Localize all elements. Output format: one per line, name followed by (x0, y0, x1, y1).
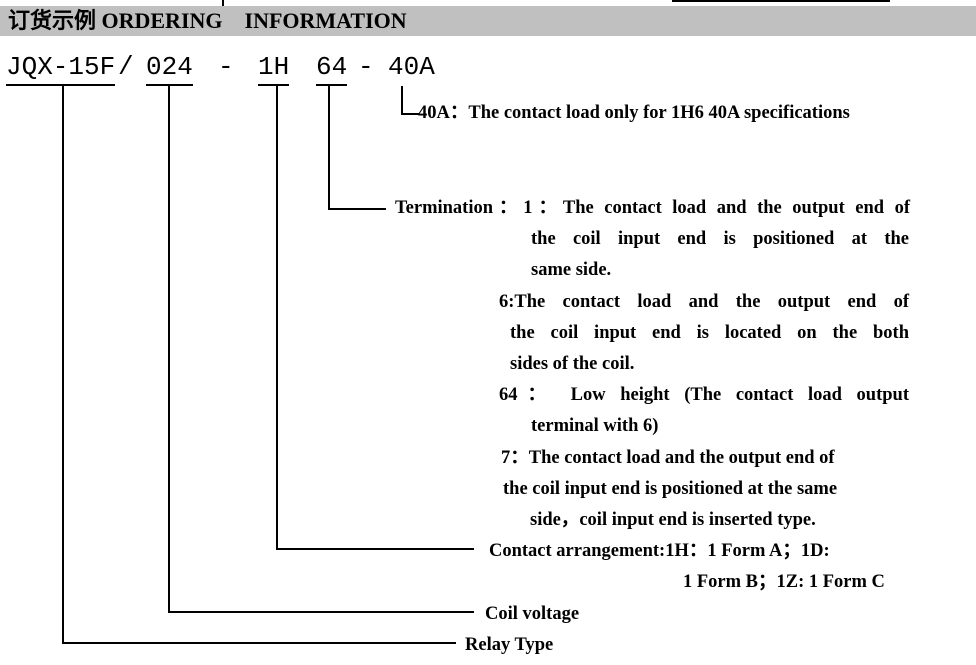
code-load: 40A (388, 52, 435, 82)
contact-arrangement-line-2: 1 Form B；1Z: 1 Form C (683, 572, 885, 592)
code-dash-2: - (358, 52, 374, 82)
coil-voltage-label: Coil voltage (485, 604, 580, 624)
leader-coil-vertical (168, 84, 170, 613)
leader-contact-horizontal (276, 548, 474, 550)
leader-coil-horizontal (168, 611, 474, 613)
termination-line-4: 6:The contact load and the output end of (499, 292, 909, 312)
code-relay-type: JQX-15F (6, 50, 116, 86)
load-40a-note: 40A：The contact load only for 1H6 40A sp… (418, 103, 850, 123)
contact-arrangement-line-1: Contact arrangement:1H：1 Form A；1D: (489, 541, 830, 561)
code-dash-1: - (218, 52, 234, 82)
termination-line-1: Termination：1：The contact load and the o… (395, 198, 910, 218)
leader-termination-horizontal (328, 208, 386, 210)
termination-line-9: 7：The contact load and the output end of (501, 448, 835, 468)
termination-line-10: the coil input end is positioned at the … (503, 479, 838, 499)
termination-line-11: side，coil input end is inserted type. (530, 510, 816, 530)
termination-line-2: the coil input end is positioned at the (531, 229, 909, 249)
code-coil-voltage: 024 (146, 50, 193, 86)
code-termination: 64 (316, 50, 348, 86)
termination-line-6: sides of the coil. (510, 354, 635, 374)
leader-load-horizontal (401, 113, 419, 115)
leader-termination-vertical (328, 84, 330, 210)
header-bar (0, 6, 976, 36)
top-rule-right (672, 0, 890, 2)
leader-relay-vertical (62, 84, 64, 644)
top-rule-left (222, 0, 224, 6)
leader-load-vertical (401, 86, 403, 115)
termination-line-5: the coil input end is located on the bot… (510, 323, 909, 343)
termination-line-7: 64： Low height (The contact load output (499, 385, 909, 405)
relay-type-label: Relay Type (465, 635, 554, 655)
page-title: 订货示例 ORDERING INFORMATION (8, 8, 407, 33)
leader-relay-horizontal (62, 642, 456, 644)
code-slash: / (118, 52, 134, 82)
leader-contact-vertical (276, 84, 278, 550)
termination-line-8: terminal with 6) (531, 416, 659, 436)
termination-line-3: same side. (531, 260, 612, 280)
code-contact-arrangement: 1H (258, 50, 290, 86)
